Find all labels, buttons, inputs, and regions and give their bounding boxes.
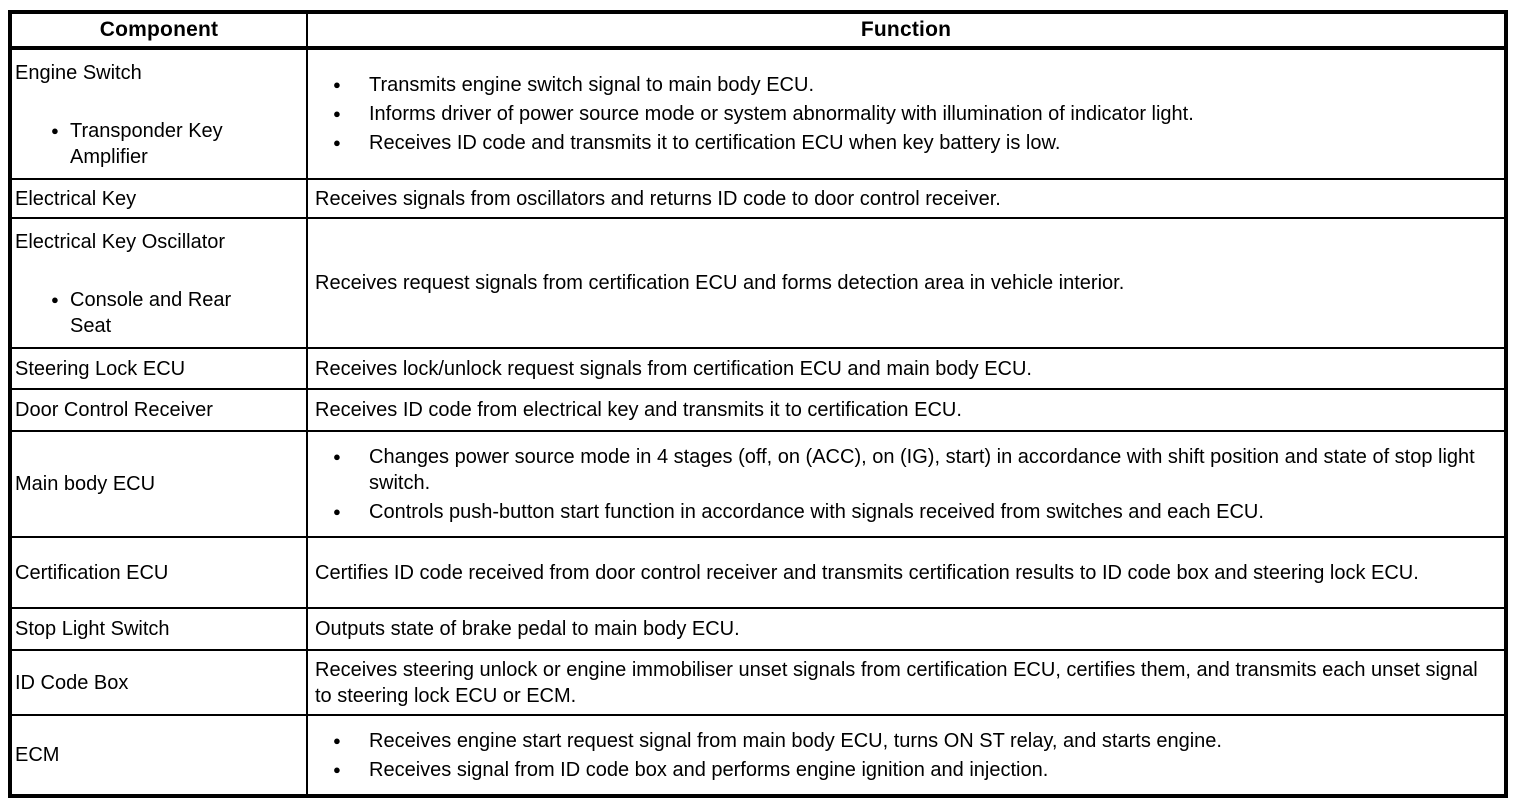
component-cell: Engine Switch ● Transponder Key Amplifie… — [9, 47, 308, 180]
table-row-door-control-receiver: Door Control Receiver Receives ID code f… — [9, 388, 1507, 432]
component-cell: Electrical Key — [9, 178, 308, 219]
table-row-stop-light-switch: Stop Light Switch Outputs state of brake… — [9, 607, 1507, 651]
table-row-electrical-key-oscillator: Electrical Key Oscillator ● Console and … — [9, 217, 1507, 349]
component-cell: Certification ECU — [9, 536, 308, 609]
function-cell: Receives lock/unlock request signals fro… — [306, 347, 1507, 390]
function-text: Certifies ID code received from door con… — [315, 561, 1419, 584]
component-name: ID Code Box — [15, 671, 129, 694]
list-item: ● Transmits engine switch signal to main… — [333, 72, 1496, 98]
function-cell: Receives steering unlock or engine immob… — [306, 649, 1507, 716]
function-text: Receives lock/unlock request signals fro… — [315, 357, 1032, 380]
function-list: ● Receives engine start request signal f… — [315, 728, 1496, 783]
component-name: ECM — [15, 744, 60, 766]
component-name: Certification ECU — [15, 561, 169, 584]
component-name: Stop Light Switch — [15, 618, 170, 640]
list-item: ● Transponder Key Amplifier — [51, 118, 298, 170]
function-text: Receives ID code and transmits it to cer… — [369, 132, 1061, 154]
component-name: Steering Lock ECU — [15, 357, 186, 380]
component-function-table: Component Function Engine Switch ● Trans… — [8, 10, 1508, 798]
component-sub-list: ● Console and Rear Seat — [15, 287, 298, 339]
component-sub-label: Transponder Key Amplifier — [70, 120, 223, 168]
function-cell: Receives ID code from electrical key and… — [306, 388, 1507, 432]
component-name: Engine Switch — [15, 62, 142, 84]
function-text: Changes power source mode in 4 stages (o… — [369, 445, 1475, 494]
component-cell: Main body ECU — [9, 430, 308, 538]
bullet-icon: ● — [333, 448, 341, 464]
function-text: Receives signal from ID code box and per… — [369, 758, 1049, 781]
function-text: Receives request signals from certificat… — [315, 272, 1125, 294]
function-cell: Outputs state of brake pedal to main bod… — [306, 607, 1507, 651]
component-name: Electrical Key Oscillator — [15, 231, 226, 253]
table-row-ecm: ECM ● Receives engine start request sign… — [9, 714, 1507, 797]
component-cell: Electrical Key Oscillator ● Console and … — [9, 217, 308, 349]
function-text: Controls push-button start function in a… — [369, 500, 1264, 523]
table-row-certification-ecu: Certification ECU Certifies ID code rece… — [9, 536, 1507, 609]
component-cell: Door Control Receiver — [9, 388, 308, 432]
list-item: ● Informs driver of power source mode or… — [333, 101, 1496, 127]
table-header-row: Component Function — [9, 11, 1507, 50]
bullet-icon: ● — [333, 106, 341, 121]
function-cell: ● Transmits engine switch signal to main… — [306, 47, 1507, 180]
bullet-icon: ● — [333, 503, 341, 519]
function-cell: ● Changes power source mode in 4 stages … — [306, 430, 1507, 538]
table-row-engine-switch: Engine Switch ● Transponder Key Amplifie… — [9, 47, 1507, 180]
function-text: Receives signals from oscillators and re… — [315, 187, 1001, 210]
component-name: Door Control Receiver — [15, 399, 213, 421]
component-cell: ID Code Box — [9, 649, 308, 716]
table-row-id-code-box: ID Code Box Receives steering unlock or … — [9, 649, 1507, 716]
bullet-icon: ● — [51, 292, 59, 307]
table-row-main-body-ecu: Main body ECU ● Changes power source mod… — [9, 430, 1507, 538]
component-cell: Steering Lock ECU — [9, 347, 308, 390]
bullet-icon: ● — [333, 761, 341, 777]
component-name: Electrical Key — [15, 187, 137, 210]
component-cell: ECM — [9, 714, 308, 797]
component-sub-list: ● Transponder Key Amplifier — [15, 118, 298, 170]
function-list: ● Changes power source mode in 4 stages … — [315, 444, 1496, 525]
function-text: Receives steering unlock or engine immob… — [315, 658, 1478, 707]
function-text: Receives ID code from electrical key and… — [315, 399, 962, 421]
list-item: ● Receives signal from ID code box and p… — [333, 757, 1496, 783]
bullet-icon: ● — [333, 135, 341, 150]
function-cell: Certifies ID code received from door con… — [306, 536, 1507, 609]
bullet-icon: ● — [51, 123, 59, 138]
list-item: ● Controls push-button start function in… — [333, 499, 1496, 525]
list-item: ● Console and Rear Seat — [51, 287, 298, 339]
list-item: ● Receives ID code and transmits it to c… — [333, 130, 1496, 156]
component-cell: Stop Light Switch — [9, 607, 308, 651]
bullet-icon: ● — [333, 77, 341, 92]
function-text: Outputs state of brake pedal to main bod… — [315, 618, 740, 640]
function-cell: Receives request signals from certificat… — [306, 217, 1507, 349]
function-list: ● Transmits engine switch signal to main… — [315, 72, 1496, 156]
function-cell: Receives signals from oscillators and re… — [306, 178, 1507, 219]
header-component: Component — [9, 11, 308, 50]
function-text: Receives engine start request signal fro… — [369, 729, 1222, 752]
function-text: Informs driver of power source mode or s… — [369, 103, 1194, 125]
table-row-steering-lock-ecu: Steering Lock ECU Receives lock/unlock r… — [9, 347, 1507, 390]
component-sub-label: Console and Rear Seat — [70, 289, 232, 337]
function-text: Transmits engine switch signal to main b… — [369, 74, 814, 96]
component-name: Main body ECU — [15, 473, 156, 495]
function-cell: ● Receives engine start request signal f… — [306, 714, 1507, 797]
list-item: ● Changes power source mode in 4 stages … — [333, 444, 1496, 496]
table-row-electrical-key: Electrical Key Receives signals from osc… — [9, 178, 1507, 219]
bullet-icon: ● — [333, 732, 341, 748]
list-item: ● Receives engine start request signal f… — [333, 728, 1496, 754]
header-function: Function — [306, 11, 1507, 50]
